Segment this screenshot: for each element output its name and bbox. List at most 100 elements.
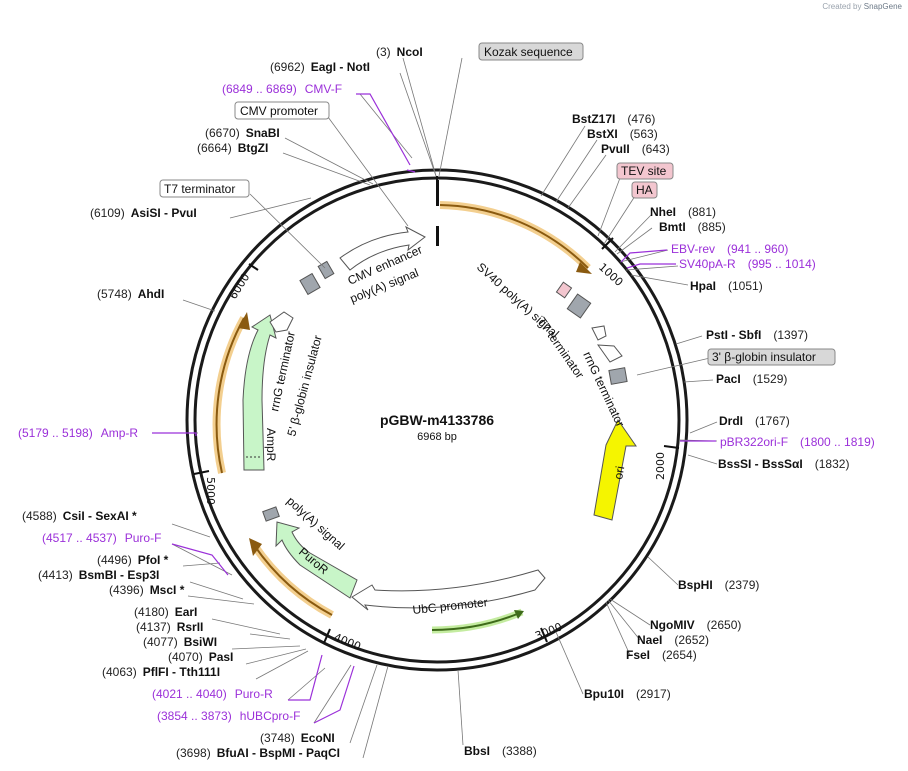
enzyme-pos: (4180) (134, 605, 169, 619)
orf-top (439, 204, 589, 269)
brand-created-by: Created by (822, 2, 862, 11)
tick-6000-mark (248, 263, 259, 271)
orf-bottomleft-arrowhead (249, 538, 262, 556)
enzyme-pos: (1767) (755, 414, 790, 428)
grey-block-left-1 (299, 272, 321, 296)
enzyme-name: NcoI (397, 45, 423, 59)
enzyme-name: FseI (626, 648, 650, 662)
enzyme-name: Bpu10I (584, 687, 624, 701)
enzyme-ncoi: (3)NcoI (376, 45, 423, 59)
tick-1000-mark (601, 237, 614, 250)
grey-block-right-1 (566, 293, 592, 319)
primer-name: EBV-rev (671, 242, 715, 256)
enzyme-name: PacI (716, 372, 741, 386)
enzyme-pos: (4496) (97, 553, 132, 567)
ori-feature (593, 419, 637, 521)
enzyme-bbsi: BbsI (3388) (464, 744, 537, 758)
ha-box (631, 181, 658, 199)
enzyme-ahdi: (5748) AhdI (97, 287, 164, 301)
enzyme-name: PfoI * (138, 553, 169, 567)
enzyme-pos: (3748) (260, 731, 295, 745)
primer-range: (3854 .. 3873) (157, 709, 232, 723)
primer-range: (995 .. 1014) (748, 257, 816, 271)
rrng-right-arrow-1 (591, 325, 607, 341)
primer-name: pBR322ori-F (720, 435, 788, 449)
enzyme-name: BsmBI - Esp3I (79, 568, 160, 582)
enzyme-pos: (885) (698, 220, 726, 234)
primer-pbr322ori-f: pBR322ori-F (1800 .. 1819) (720, 435, 875, 449)
enzyme-name: AhdI (138, 287, 165, 301)
enzyme-pos: (881) (688, 205, 716, 219)
enzyme-pos: (4077) (143, 635, 178, 649)
cmv-promoter-label: CMV promoter (240, 104, 318, 118)
enzyme-pos: (2650) (707, 618, 742, 632)
enzyme-pos: (4137) (136, 620, 171, 634)
enzyme-pos: (1051) (728, 279, 763, 293)
enzyme-name: BstXI (587, 127, 618, 141)
primer-name: Puro-F (125, 531, 162, 545)
enzyme-pflfi: (4063)PflFI - Tth111I (102, 665, 220, 679)
orf-left (215, 317, 245, 474)
enzyme-pos: (1397) (773, 328, 808, 342)
grey-block-bottom (262, 506, 280, 522)
backbone-outer (185, 168, 689, 672)
grey-block-left-2 (317, 260, 335, 280)
enzyme-name: RsrII (177, 620, 204, 634)
primer-range: (941 .. 960) (727, 242, 788, 256)
enzyme-pos: (476) (627, 112, 655, 126)
enzyme-hpai: HpaI(1051) (690, 279, 763, 293)
orf-green (431, 611, 523, 631)
orf-left-glow (212, 316, 248, 474)
primer-name: CMV-F (305, 82, 342, 96)
plasmid-name: pGBW-m4133786 (380, 412, 494, 428)
enzyme-name: BmtI (659, 220, 686, 234)
globin-3-label: 3' β-globin insulator (712, 350, 816, 364)
enzyme-pos: (3388) (502, 744, 537, 758)
tick-5000: 5000 (204, 477, 217, 505)
enzyme-name: BsiWI (184, 635, 217, 649)
enzyme-name: BbsI (464, 744, 490, 758)
enzyme-name: BtgZI (238, 141, 269, 155)
enzyme-rsrii: (4137) RsrII (136, 620, 203, 634)
enzyme-bpu10i: Bpu10I (2917) (584, 687, 671, 701)
enzyme-pos: (6109) (90, 206, 125, 220)
ha-label: HA (636, 183, 653, 197)
enzyme-name: PvuII (601, 142, 630, 156)
insert-marker-top (436, 180, 439, 206)
enzyme-bmti: BmtI (885) (659, 220, 726, 234)
enzyme-pos: (2917) (636, 687, 671, 701)
primer-name: Puro-R (235, 687, 273, 701)
enzyme-pos: (4396) (109, 583, 144, 597)
enzyme-fsei: FseI(2654) (626, 648, 697, 662)
enzyme-drdi: DrdI(1767) (719, 414, 790, 428)
enzyme-pos: (1529) (753, 372, 788, 386)
enzyme-paci: PacI (1529) (716, 372, 787, 386)
enzyme-econi: (3748)EcoNI (260, 731, 335, 745)
enzyme-bsphi: BspHI(2379) (678, 578, 759, 592)
primer-range: (1800 .. 1819) (800, 435, 875, 449)
enzyme-pos: (2652) (674, 633, 709, 647)
globin-3-box (707, 348, 836, 366)
primer-hooks (152, 93, 716, 724)
primer-amp-r: (5179 .. 5198)Amp-R (18, 426, 138, 440)
primer-range: (6849 .. 6869) (222, 82, 297, 96)
enzyme-pos: (5748) (97, 287, 132, 301)
enzyme-eari: (4180)EarI (134, 605, 197, 619)
enzyme-csii: (4588)CsiI - SexAI * (22, 509, 137, 523)
primer-range: (4021 .. 4040) (152, 687, 227, 701)
enzyme-pos: (643) (642, 142, 670, 156)
enzyme-name: EagI - NotI (311, 60, 370, 74)
tev-site-box (616, 162, 674, 180)
enzyme-pos: (3698) (176, 746, 211, 760)
enzyme-name: SnaBI (246, 126, 280, 140)
enzyme-pos: (4063) (102, 665, 137, 679)
orf-top-arrowhead (576, 262, 592, 274)
enzyme-name: BspHI (678, 578, 713, 592)
primer-hubcpro-f: (3854 .. 3873)hUBCpro-F (157, 709, 300, 723)
enzyme-bsmbi: (4413)BsmBI - Esp3I (38, 568, 159, 582)
t7-terminator-label: T7 terminator (164, 182, 235, 196)
enzyme-pvuii: PvuII (643) (601, 142, 670, 156)
enzyme-name: BstZ17I (572, 112, 615, 126)
cmv-promoter-box (234, 101, 330, 120)
